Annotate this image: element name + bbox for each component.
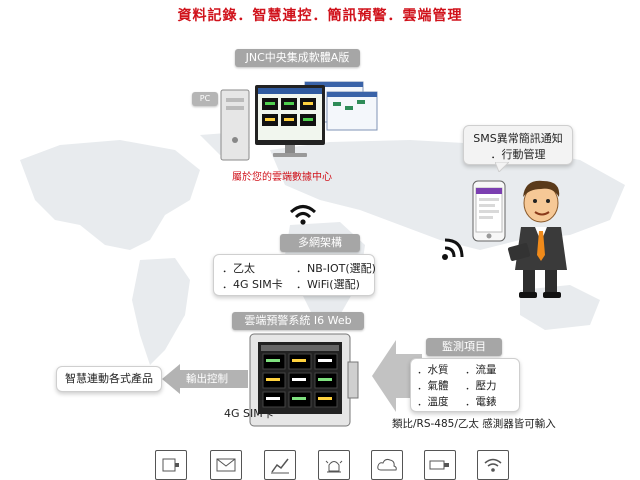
wifi-icon bbox=[477, 450, 509, 480]
network-box: ．乙太 ．4G SIM卡 ．NB-IOT(選配) ．WiFi(選配) bbox=[213, 254, 376, 296]
output-target-box: 智慧連動各式產品 bbox=[56, 366, 162, 392]
monitor-pressure: ．壓力 bbox=[465, 380, 497, 392]
software-label: JNC中央集成軟體A版 bbox=[235, 49, 360, 67]
sms-line-2: ．行動管理 bbox=[490, 148, 546, 161]
system-title: 雲端預警系統 I6 Web bbox=[232, 312, 364, 330]
i6-device-icon bbox=[249, 333, 359, 427]
businessman-icon bbox=[507, 180, 567, 298]
alarm-light-icon bbox=[318, 450, 350, 480]
monitor-gas: ．氣體 bbox=[417, 380, 449, 392]
sensor-input-note: 類比/RS-485/乙太 感測器皆可輸入 bbox=[392, 418, 556, 430]
network-wifi: ．WiFi(選配) bbox=[296, 278, 360, 291]
pc-tag: PC bbox=[192, 92, 218, 106]
output-arrow bbox=[162, 364, 248, 394]
mail-icon bbox=[210, 450, 242, 480]
monitor-meter: ．電錶 bbox=[465, 396, 497, 408]
pc-workstation-icon bbox=[220, 81, 378, 161]
monitor-temperature: ．溫度 bbox=[417, 396, 449, 408]
page-title: 資料記錄．智慧連控．簡訊預警．雲端管理 bbox=[177, 8, 463, 24]
monitor-water: ．水質 bbox=[417, 364, 449, 376]
relay-icon bbox=[155, 450, 187, 480]
wifi-signal-icon bbox=[289, 205, 317, 225]
network-4g-sim: ．4G SIM卡 bbox=[222, 278, 283, 291]
network-ethernet: ．乙太 bbox=[222, 262, 255, 275]
smartphone-icon bbox=[472, 180, 506, 242]
sms-bubble: SMS異常簡訊通知 ．行動管理 bbox=[463, 125, 573, 165]
cloud-icon bbox=[371, 450, 403, 480]
network-title: 多網架構 bbox=[280, 234, 360, 252]
monitor-flow: ．流量 bbox=[465, 364, 497, 376]
sms-line-1: SMS異常簡訊通知 bbox=[473, 132, 563, 145]
network-nb-iot: ．NB-IOT(選配) bbox=[296, 262, 376, 275]
usb-icon bbox=[424, 450, 456, 480]
monitor-title: 監測項目 bbox=[426, 338, 502, 356]
sms-bubble-pointer bbox=[495, 162, 509, 172]
cloud-data-center-caption: 屬於您的雲端數據中心 bbox=[232, 172, 332, 183]
output-control-label: 輸出控制 bbox=[186, 373, 228, 385]
wireless-signal-icon bbox=[442, 238, 464, 260]
chart-icon bbox=[264, 450, 296, 480]
device-sim-label: 4G SIM卡 bbox=[224, 407, 274, 420]
monitor-input-arrow bbox=[372, 340, 422, 412]
monitor-box: ．水質 ．氣體 ．溫度 ．流量 ．壓力 ．電錶 bbox=[410, 358, 520, 412]
output-target-label: 智慧連動各式產品 bbox=[65, 372, 153, 385]
